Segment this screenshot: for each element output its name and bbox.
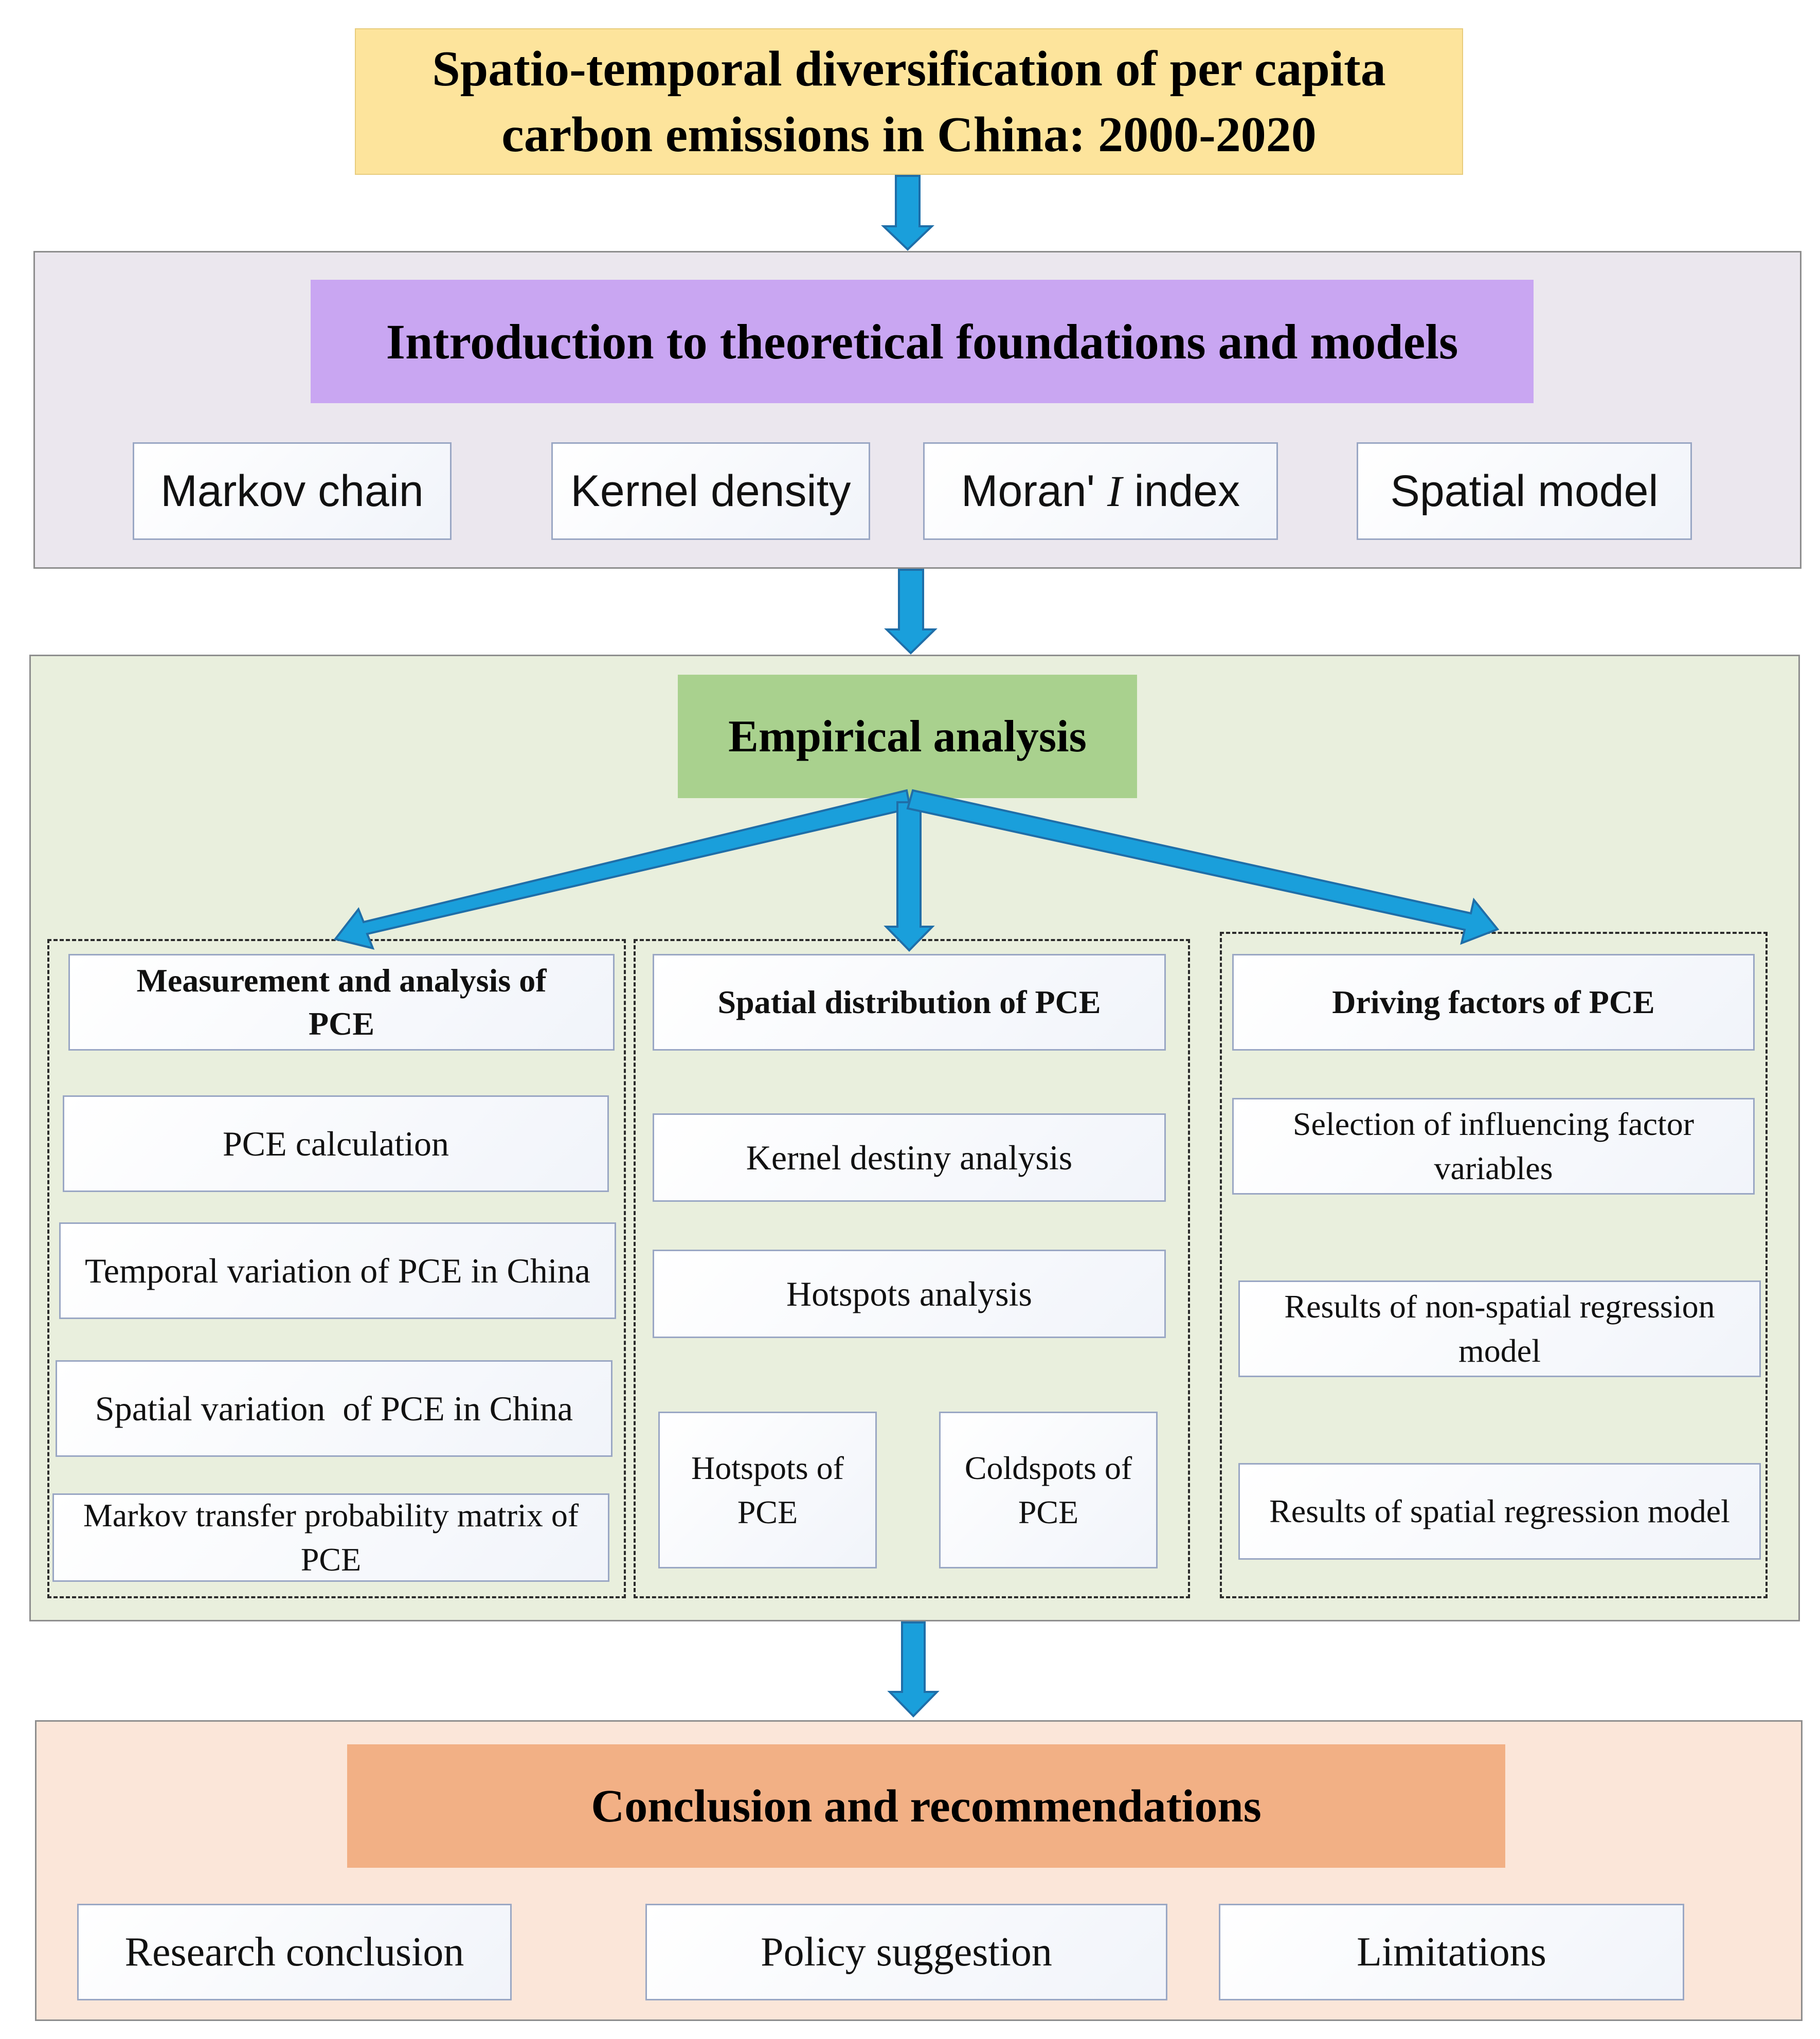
morans-label: Moran' xyxy=(961,466,1095,516)
method-spatial-model: Spatial model xyxy=(1357,442,1692,540)
measurement-heading-line-1: Measurement and analysis of xyxy=(136,962,547,999)
method-morans-i-index: Moran' I index xyxy=(923,442,1278,540)
kernel-destiny-box: Kernel destiny analysis xyxy=(653,1113,1166,1202)
research-conclusion-box: Research conclusion xyxy=(77,1904,512,2000)
arrow-empirical-to-spatial xyxy=(884,801,935,952)
morans-i-symbol: I xyxy=(1107,466,1122,516)
title-line-1: Spatio-temporal diversification of per c… xyxy=(432,41,1386,97)
conclusion-heading: Conclusion and recommendations xyxy=(347,1744,1505,1868)
method-markov-chain: Markov chain xyxy=(133,442,452,540)
diagram-title: Spatio-temporal diversification of per c… xyxy=(355,28,1463,175)
measurement-heading-line-2: PCE xyxy=(309,1005,374,1042)
arrow-empirical-to-conclusion xyxy=(887,1621,940,1718)
influencing-factors-box: Selection of influencing factor variable… xyxy=(1232,1098,1755,1195)
non-spatial-regression-box: Results of non-spatial regression model xyxy=(1238,1280,1761,1377)
policy-suggestion-box: Policy suggestion xyxy=(645,1904,1167,2000)
theory-heading: Introduction to theoretical foundations … xyxy=(311,280,1534,403)
driving-factors-group xyxy=(1220,932,1768,1598)
limitations-box: Limitations xyxy=(1219,1904,1684,2000)
spatial-distribution-heading: Spatial distribution of PCE xyxy=(653,954,1166,1051)
hotspots-of-pce-box: Hotspots of PCE xyxy=(658,1412,877,1568)
arrow-empirical-to-driving xyxy=(906,789,1500,945)
spatial-regression-box: Results of spatial regression model xyxy=(1238,1463,1761,1560)
empirical-heading: Empirical analysis xyxy=(678,675,1137,798)
arrow-title-to-theory xyxy=(881,175,934,251)
spatial-variation-box: Spatial variation of PCE in China xyxy=(56,1360,612,1457)
arrow-theory-to-empirical xyxy=(884,569,938,655)
markov-matrix-box: Markov transfer probability matrix of PC… xyxy=(52,1493,609,1582)
hotspots-analysis-box: Hotspots analysis xyxy=(653,1250,1166,1338)
morans-index-label: index xyxy=(1134,466,1240,516)
coldspots-of-pce-box: Coldspots of PCE xyxy=(939,1412,1158,1568)
method-kernel-density: Kernel density xyxy=(551,442,870,540)
arrow-empirical-to-measurement xyxy=(333,789,912,950)
pce-calculation-box: PCE calculation xyxy=(63,1095,609,1192)
temporal-variation-box: Temporal variation of PCE in China xyxy=(59,1222,616,1319)
title-line-2: carbon emissions in China: 2000-2020 xyxy=(501,106,1317,163)
driving-factors-heading: Driving factors of PCE xyxy=(1232,954,1755,1051)
measurement-heading: Measurement and analysis of PCE xyxy=(68,954,615,1051)
